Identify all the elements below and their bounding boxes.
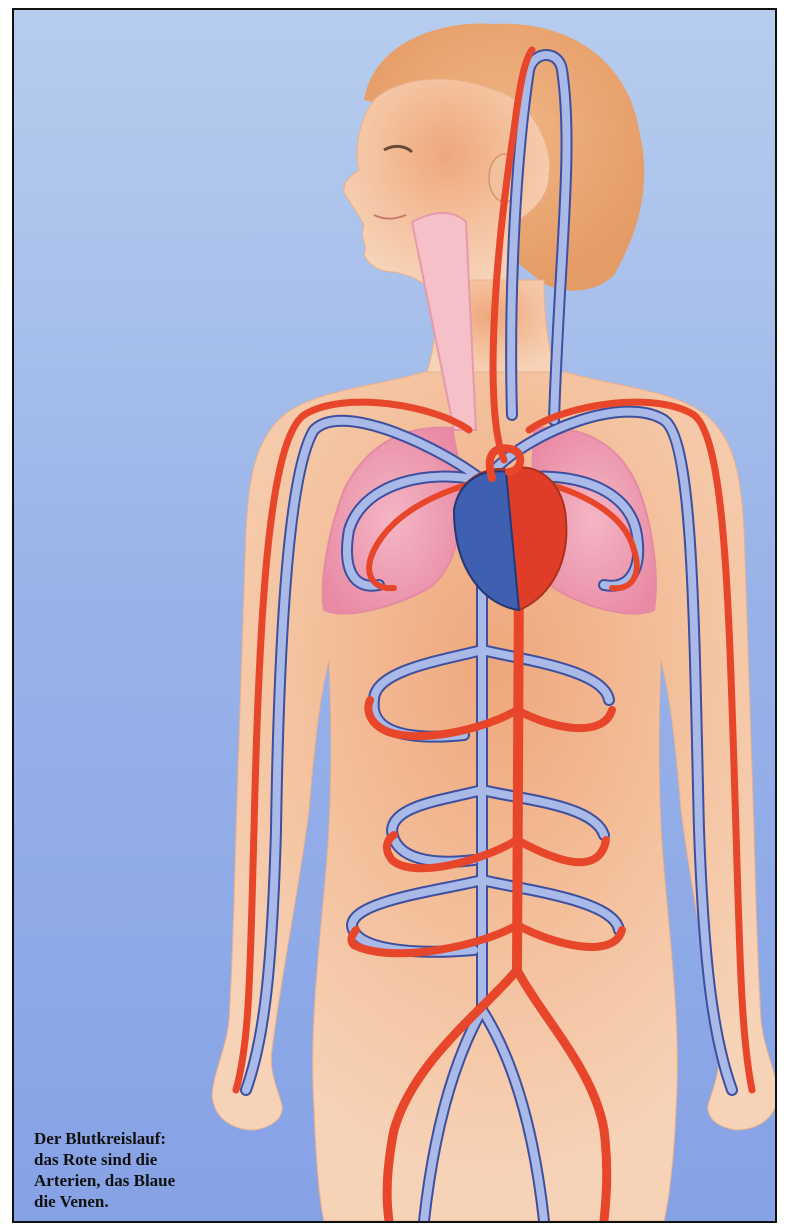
- circulatory-system-illustration: [14, 10, 775, 1221]
- caption-line-3: Arterien, das Blaue: [34, 1170, 234, 1191]
- caption-line-4: die Venen.: [34, 1191, 234, 1212]
- illustration-frame: Der Blutkreislauf: das Rote sind die Art…: [12, 8, 777, 1223]
- caption-line-1: Der Blutkreislauf:: [34, 1128, 234, 1149]
- figure-caption: Der Blutkreislauf: das Rote sind die Art…: [34, 1128, 234, 1212]
- caption-line-2: das Rote sind die: [34, 1149, 234, 1170]
